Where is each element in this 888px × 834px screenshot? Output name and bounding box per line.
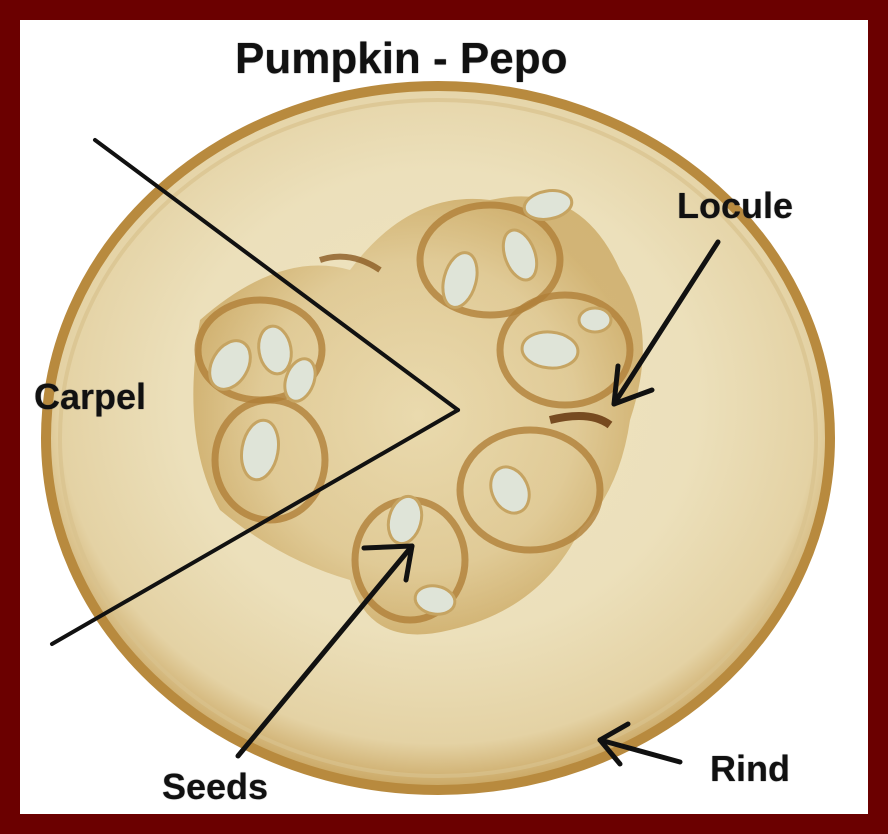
pumpkin-cross-section — [20, 20, 868, 814]
diagram-title: Pumpkin - Pepo — [235, 34, 567, 84]
label-seeds: Seeds — [162, 766, 268, 808]
label-carpel: Carpel — [34, 376, 146, 418]
diagram-panel: Pumpkin - Pepo Locule Carpel Seeds Rind — [20, 20, 868, 814]
label-locule: Locule — [677, 185, 793, 227]
label-rind: Rind — [710, 748, 790, 790]
